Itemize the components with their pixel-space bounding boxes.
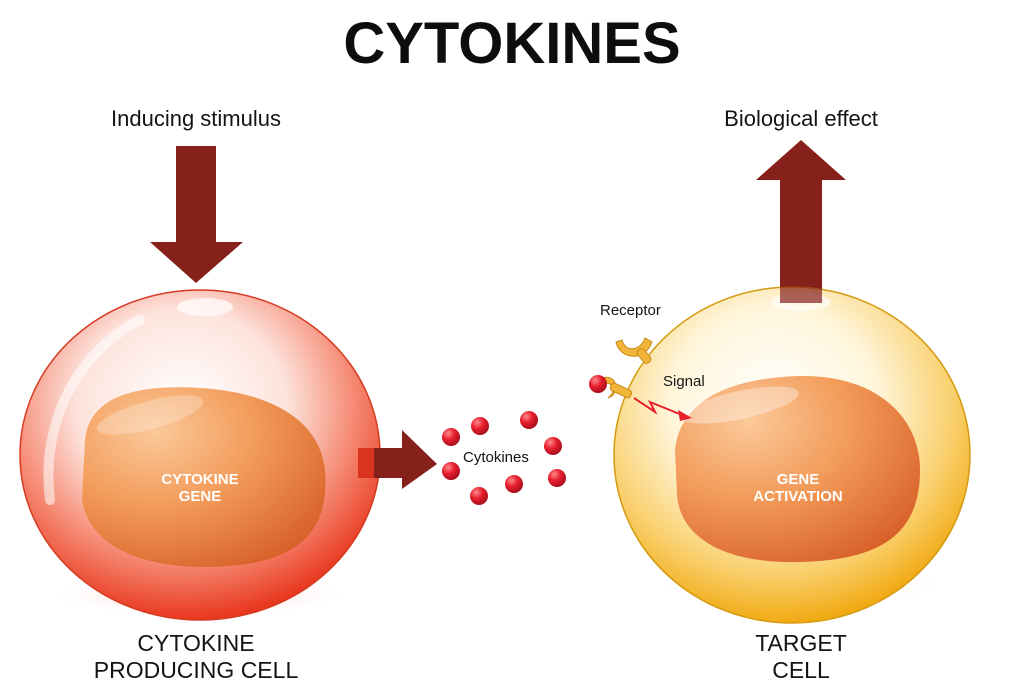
cytokine-molecule [471, 417, 489, 435]
nucleus-label-line2: ACTIVATION [753, 488, 842, 505]
inducing-stimulus-label: Inducing stimulus [111, 106, 281, 131]
cytokine-gene-nucleus: CYTOKINE GENE [82, 387, 326, 567]
target-cell-caption-line1: TARGET [755, 630, 847, 656]
cytokine-molecule [544, 437, 562, 455]
cytokine-molecule [442, 428, 460, 446]
cytokine-molecule [548, 469, 566, 487]
target-cell: GENE ACTIVATION [613, 285, 971, 624]
bound-cytokine [589, 375, 607, 393]
cytokines-label: Cytokines [463, 449, 529, 466]
cytokine-molecule [470, 487, 488, 505]
cytokines-cluster: Cytokines [442, 411, 566, 505]
cytokine-molecule [520, 411, 538, 429]
receptor-bound [589, 375, 633, 399]
signal-label: Signal [663, 373, 705, 390]
producing-cell-caption-line2: PRODUCING CELL [94, 657, 299, 683]
signal-arrow [633, 397, 692, 421]
producing-cell-caption-line1: CYTOKINE [137, 630, 254, 656]
biological-effect-label: Biological effect [724, 106, 878, 131]
cytokine-producing-cell: CYTOKINE GENE [19, 289, 381, 621]
nucleus-label-line1: GENE [777, 471, 820, 488]
biological-effect-arrow [756, 140, 846, 300]
secretion-arrow [358, 430, 437, 489]
receptor-label: Receptor [600, 302, 661, 319]
target-cell-caption-line2: CELL [772, 657, 830, 683]
inducing-stimulus-arrow [150, 146, 243, 283]
nucleus-label-line2: GENE [179, 488, 222, 505]
gene-activation-nucleus: GENE ACTIVATION [675, 375, 920, 563]
nucleus-label-line1: CYTOKINE [161, 471, 238, 488]
cytokine-molecule [505, 475, 523, 493]
cytokine-molecule [442, 462, 460, 480]
receptor-empty [615, 337, 653, 364]
diagram-title: CYTOKINES [343, 11, 680, 76]
